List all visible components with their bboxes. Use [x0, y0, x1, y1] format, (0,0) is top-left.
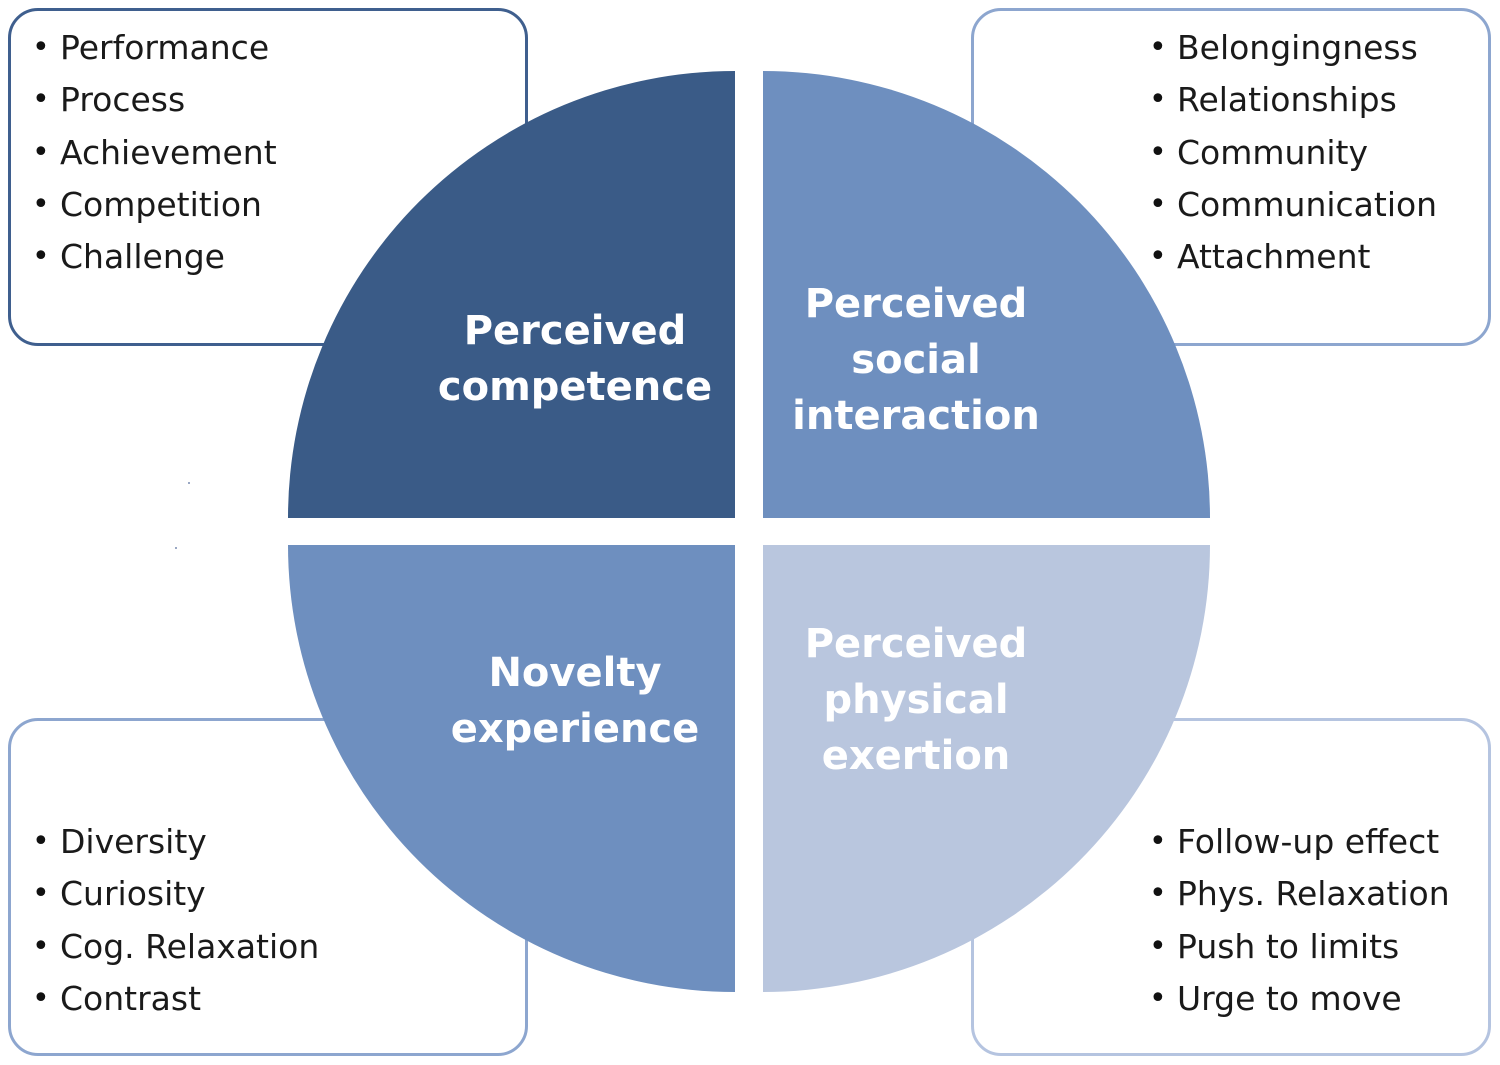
social-interaction-attribute-list: Belongingness Relationships Community Co…	[1127, 22, 1437, 284]
list-item: Attachment	[1127, 231, 1437, 284]
list-item: Urge to move	[1127, 973, 1450, 1026]
list-item: Belongingness	[1127, 22, 1437, 75]
list-item: Push to limits	[1127, 921, 1450, 974]
list-item: Curiosity	[10, 868, 319, 921]
speck-mark	[188, 482, 190, 484]
list-item: Process	[10, 74, 277, 127]
list-item: Cog. Relaxation	[10, 921, 319, 974]
label-novelty-experience: Novelty experience	[450, 650, 700, 752]
list-item: Achievement	[10, 127, 277, 180]
list-item: Phys. Relaxation	[1127, 868, 1450, 921]
list-item: Communication	[1127, 179, 1437, 232]
label-perceived-physical-exertion: Perceived physical exertion	[804, 621, 1028, 779]
list-item: Performance	[10, 22, 277, 75]
label-perceived-social-interaction: Perceived social interaction	[792, 281, 1040, 439]
physical-exertion-attribute-list: Follow-up effect Phys. Relaxation Push t…	[1127, 816, 1450, 1025]
competence-attribute-list: Performance Process Achievement Competit…	[10, 22, 277, 284]
list-item: Relationships	[1127, 74, 1437, 127]
list-item: Contrast	[10, 973, 319, 1026]
list-item: Diversity	[10, 816, 319, 869]
quadrant-physical-exertion	[763, 545, 1210, 992]
quadrant-novelty	[288, 545, 735, 992]
list-item: Follow-up effect	[1127, 816, 1450, 869]
novelty-attribute-list: Diversity Curiosity Cog. Relaxation Cont…	[10, 816, 319, 1025]
speck-mark	[175, 547, 177, 549]
list-item: Competition	[10, 179, 277, 232]
quadrant-social-interaction	[763, 71, 1210, 518]
list-item: Challenge	[10, 231, 277, 284]
list-item: Community	[1127, 127, 1437, 180]
quadrant-competence	[288, 71, 735, 518]
label-perceived-competence: Perceived competence	[437, 308, 713, 410]
